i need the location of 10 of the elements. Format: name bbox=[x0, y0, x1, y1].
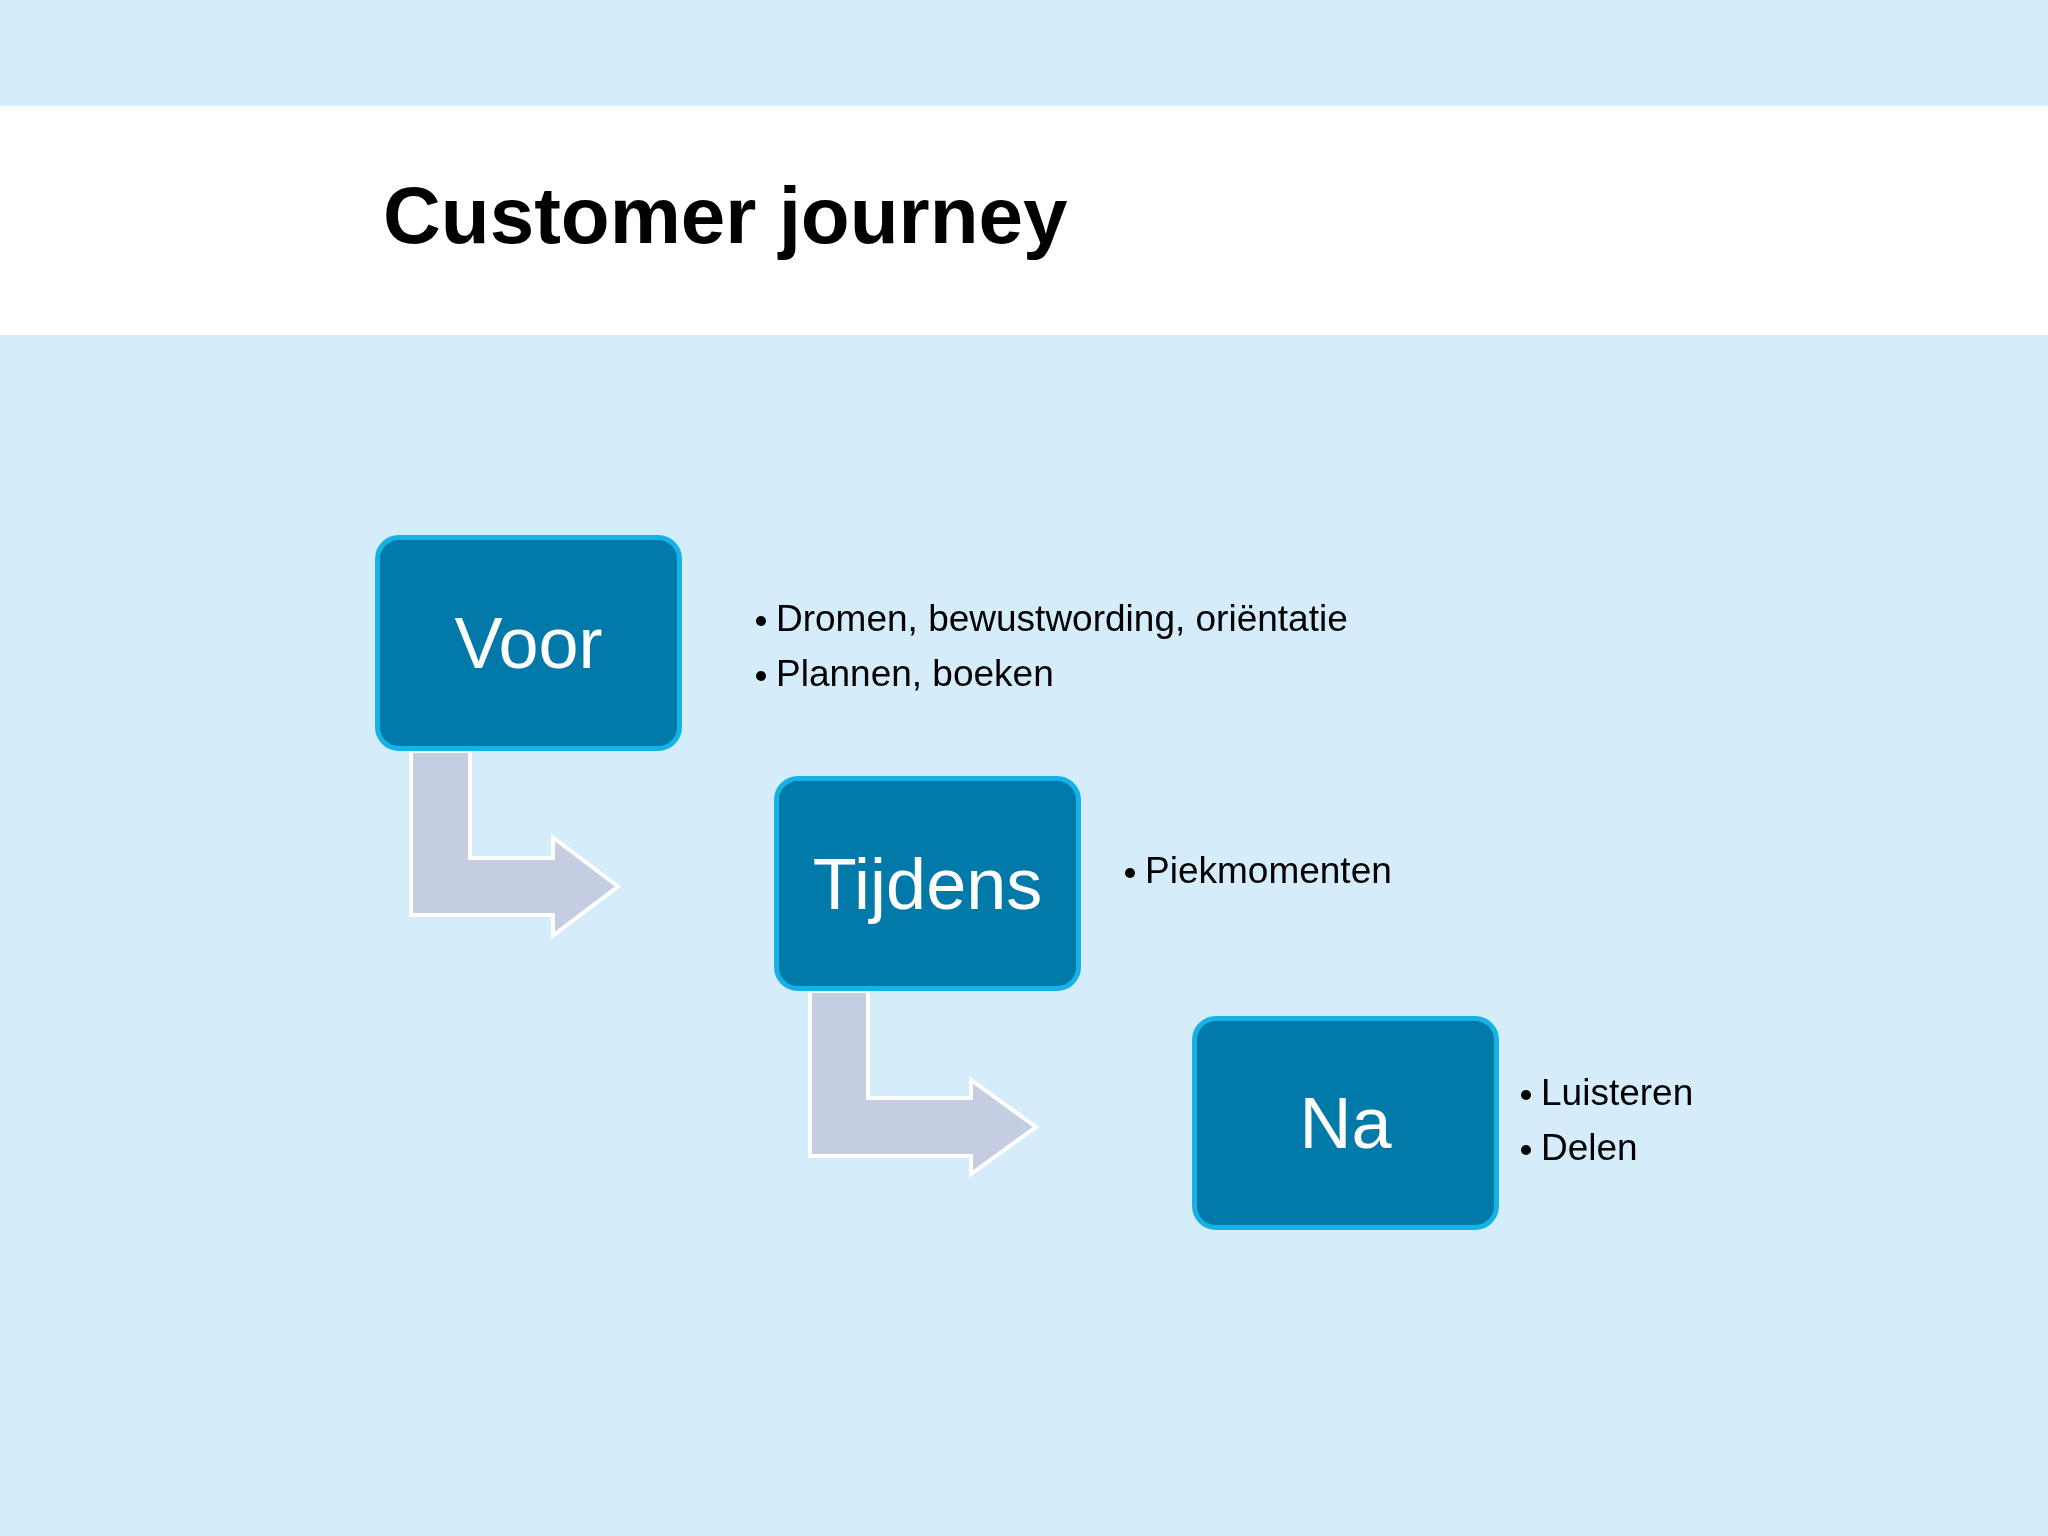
bullet-text: Luisteren bbox=[1541, 1074, 1694, 1111]
bent-arrow bbox=[808, 989, 1040, 1178]
bullet-text: Delen bbox=[1541, 1129, 1638, 1166]
stage-box: Voor bbox=[375, 535, 682, 751]
stage-box: Na bbox=[1192, 1016, 1499, 1230]
bullet-text: Dromen, bewustwording, oriëntatie bbox=[776, 600, 1348, 637]
bullet-text: Plannen, boeken bbox=[776, 655, 1054, 692]
bent-arrow bbox=[409, 749, 622, 940]
stage-box: Tijdens bbox=[774, 776, 1081, 991]
bullet-text: Piekmomenten bbox=[1145, 852, 1392, 889]
